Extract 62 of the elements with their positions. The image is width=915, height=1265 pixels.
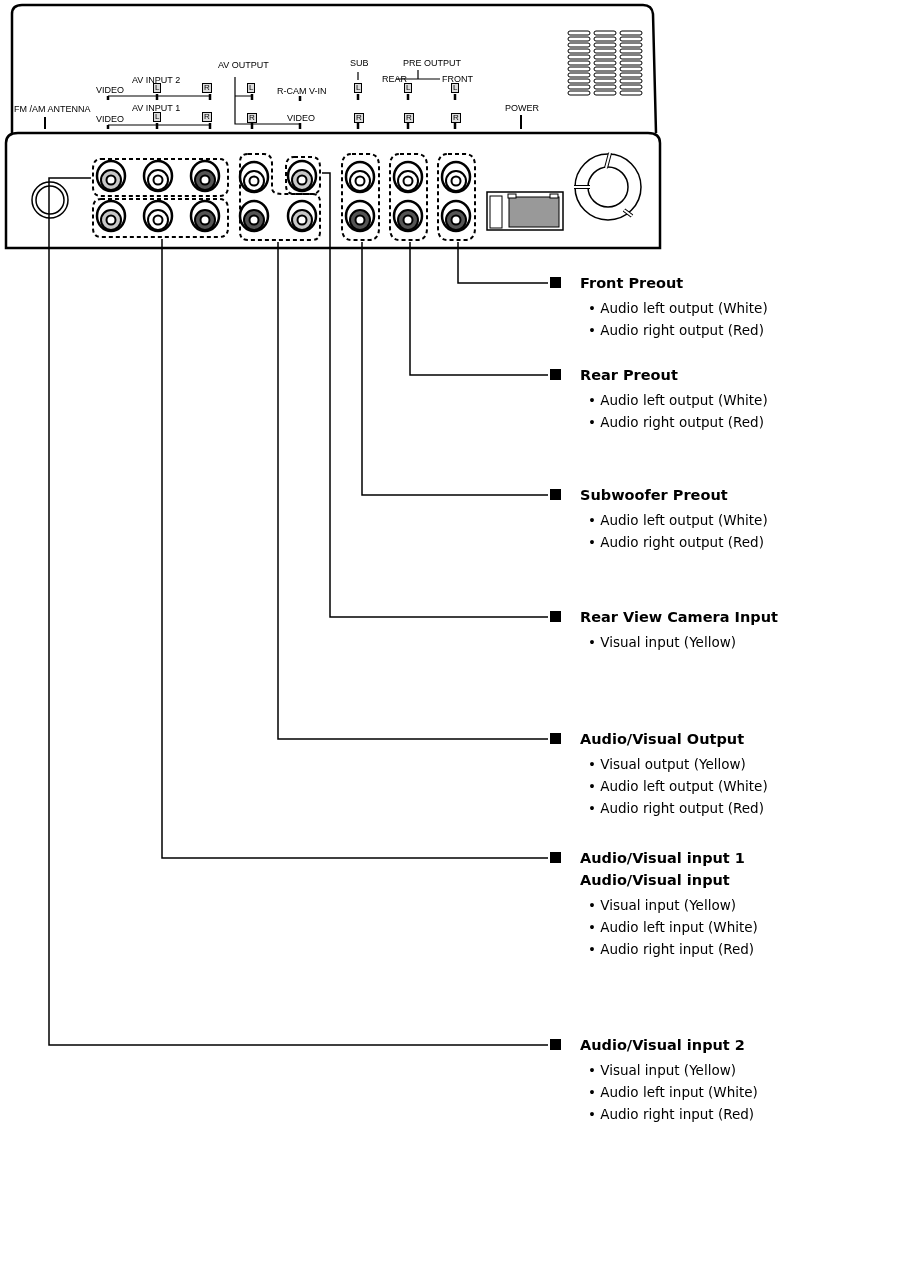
channel-letter-label: R [451,113,461,123]
section-heading: Rear Preout [580,366,679,385]
jack-group [91,157,230,198]
jack-group [388,152,429,242]
channel-letter-label: R [202,112,212,122]
section-heading: Audio/Visual Output [580,730,746,749]
list-item: • Audio left output (White) [588,777,769,796]
leader-line [409,241,549,376]
leader-line [321,172,549,618]
leader-line [361,241,549,496]
list-item: • Audio left output (White) [588,511,769,530]
panel-label: AV INPUT 2 [132,75,181,85]
leader-line [48,177,549,1046]
list-item: • Audio right output (Red) [588,799,765,818]
panel-label: AV OUTPUT [218,60,269,70]
list-item: • Audio right output (Red) [588,321,765,340]
leader-line [457,241,549,284]
leader-line [277,241,549,740]
section-heading: Subwoofer Preout [580,486,729,505]
panel-label: REAR [382,74,407,84]
list-item: • Audio left input (White) [588,1083,759,1102]
channel-letter-label: L [153,112,162,122]
channel-letter-label: L [451,83,460,93]
channel-letter-label: L [153,83,162,93]
list-item: • Audio left input (White) [588,918,759,937]
list-item: • Audio left output (White) [588,299,769,318]
list-item: • Visual input (Yellow) [588,633,737,652]
section-heading: Rear View Camera Input [580,608,779,627]
panel-label: VIDEO [96,114,124,124]
list-item: • Visual output (Yellow) [588,755,747,774]
panel-label: FRONT [442,74,473,84]
channel-letter-label: L [404,83,413,93]
leader-line [161,238,549,859]
list-item: • Audio right input (Red) [588,940,756,959]
jack-group [340,152,381,242]
channel-letter-label: R [404,113,414,123]
panel-label: SUB [350,58,369,68]
jack-group [284,155,322,196]
panel-label: VIDEO [96,85,124,95]
list-item: • Audio right output (Red) [588,533,765,552]
panel-label: VIDEO [287,113,315,123]
section-heading: Audio/Visual input 1 [580,849,746,868]
channel-letter-label: R [202,83,212,93]
list-item: • Audio right input (Red) [588,1105,756,1124]
section-heading: Front Preout [580,274,685,293]
channel-letter-label: L [354,83,363,93]
panel-label: R-CAM V-IN [277,86,327,96]
channel-letter-label: R [247,113,257,123]
section-heading: Audio/Visual input 2 [580,1036,746,1055]
panel-label: AV INPUT 1 [132,103,181,113]
panel-label: POWER [505,103,539,113]
panel-label: FM /AM ANTENNA [14,104,91,114]
section-heading: Audio/Visual input [580,871,731,890]
channel-letter-label: R [354,113,364,123]
panel-label: PRE OUTPUT [403,58,461,68]
list-item: • Visual input (Yellow) [588,1061,737,1080]
channel-letter-label: L [247,83,256,93]
list-item: • Audio left output (White) [588,391,769,410]
list-item: • Audio right output (Red) [588,413,765,432]
jack-group [91,197,230,239]
jack-group [436,152,477,242]
list-item: • Visual input (Yellow) [588,896,737,915]
